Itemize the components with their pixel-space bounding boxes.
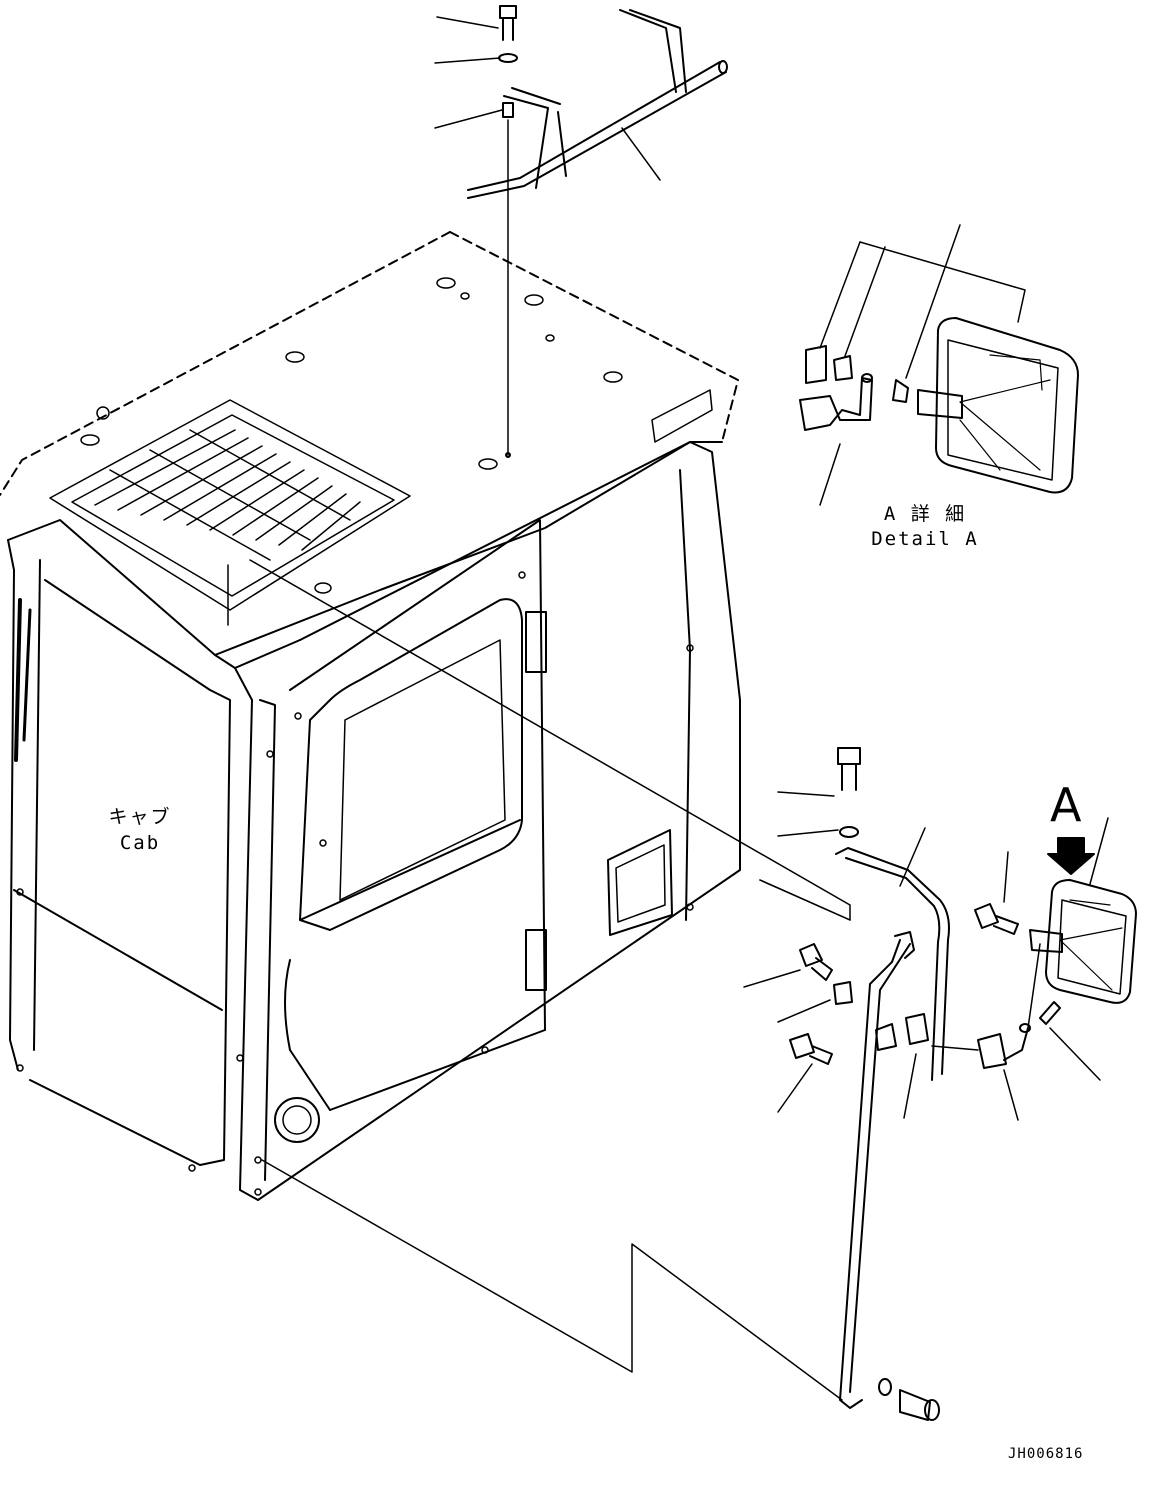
cab-label-jp: キャブ <box>108 806 172 828</box>
detail-label-jp: A 詳 細 <box>883 503 967 525</box>
mirror-assembly <box>743 747 1137 1421</box>
drawing-number: JH006816 <box>1008 1446 1084 1462</box>
cab-label-en: Cab <box>119 832 161 854</box>
phantom-lines <box>227 559 851 1401</box>
detail-a-mirror <box>799 224 1079 506</box>
handrail-assembly <box>434 5 728 458</box>
detail-label-en: Detail A <box>871 528 979 550</box>
view-marker-label: A <box>1050 778 1082 832</box>
cab-body <box>0 231 741 1201</box>
